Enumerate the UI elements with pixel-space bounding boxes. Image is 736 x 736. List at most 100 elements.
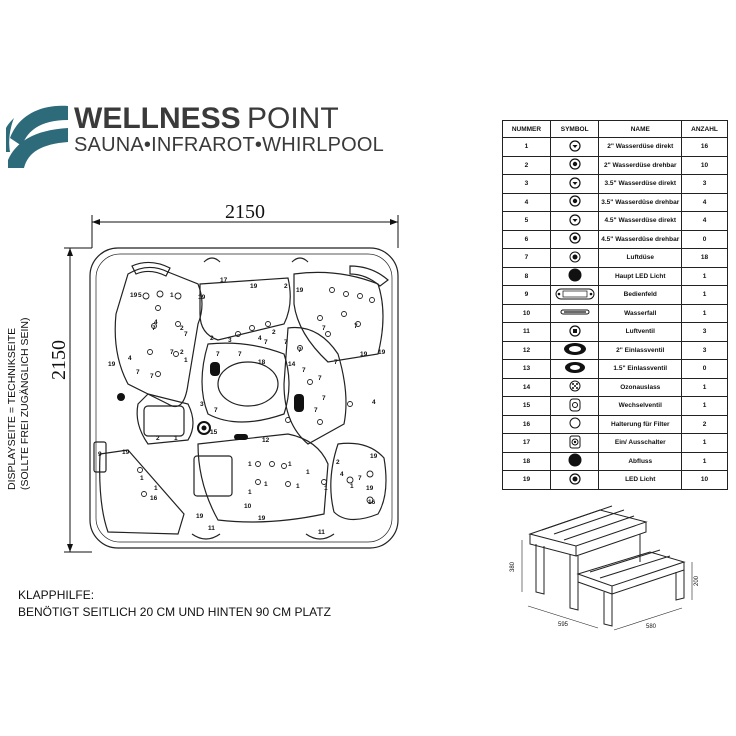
legend-quantity: 1 — [681, 377, 728, 397]
svg-text:7: 7 — [302, 367, 306, 374]
legend-number: 8 — [502, 266, 551, 286]
svg-text:1: 1 — [324, 485, 328, 492]
svg-text:17: 17 — [220, 277, 228, 284]
svg-text:19: 19 — [258, 515, 266, 522]
main-led-mark — [210, 362, 220, 376]
legend-symbol — [549, 266, 600, 286]
svg-text:7: 7 — [322, 325, 326, 332]
svg-text:7: 7 — [354, 323, 358, 330]
svg-text:7: 7 — [284, 339, 288, 346]
legend-number: 6 — [502, 229, 551, 249]
svg-text:2: 2 — [210, 335, 214, 342]
svg-text:1: 1 — [174, 435, 178, 442]
ozone-outlet-icon — [569, 380, 581, 394]
jet-rotating-icon — [569, 232, 581, 246]
legend-symbol — [549, 433, 600, 453]
svg-text:2: 2 — [180, 349, 184, 356]
legend-quantity: 3 — [681, 174, 728, 194]
legend-quantity: 1 — [681, 303, 728, 323]
legend-number: 12 — [502, 340, 551, 360]
legend-quantity: 10 — [681, 155, 728, 175]
svg-text:7: 7 — [334, 359, 338, 366]
brand-name-bold: WELLNESS — [74, 102, 241, 135]
svg-text:19: 19 — [198, 294, 206, 301]
svg-text:18: 18 — [258, 359, 266, 366]
legend-name: Haupt LED Licht — [598, 266, 683, 286]
svg-text:4: 4 — [340, 471, 344, 478]
on-off-switch-icon — [569, 435, 581, 451]
legend-number: 5 — [502, 211, 551, 231]
diverter-valve-icon — [569, 398, 581, 414]
legend-number: 11 — [502, 322, 551, 342]
side-label-line2: (SOLLTE FREI ZUGÄNGLICH SEIN) — [19, 317, 31, 491]
legend-name: 4.5" Wasserdüse drehbar — [598, 229, 683, 249]
legend-name: Abfluss — [598, 451, 683, 471]
svg-text:7: 7 — [314, 407, 318, 414]
svg-text:7: 7 — [318, 375, 322, 382]
note-title: KLAPPHILFE: — [18, 588, 95, 602]
legend-header-symbol: SYMBOL — [549, 120, 600, 138]
inlet-valve-large-icon — [563, 342, 587, 358]
steps-drawing: 380 200 595 580 — [510, 505, 700, 631]
svg-text:1: 1 — [350, 483, 354, 490]
svg-text:19: 19 — [366, 485, 374, 492]
legend-symbol — [549, 285, 600, 305]
legend-name: 2" Einlassventil — [598, 340, 683, 360]
legend-quantity: 2 — [681, 414, 728, 434]
svg-text:19: 19 — [130, 292, 138, 299]
legend-number: 1 — [502, 137, 551, 157]
legend-name: Ein/ Ausschalter — [598, 433, 683, 453]
svg-text:7: 7 — [150, 373, 154, 380]
legend-number: 14 — [502, 377, 551, 397]
legend-quantity: 1 — [681, 396, 728, 416]
legend-header-number: NUMMER — [502, 120, 551, 138]
legend-symbol — [549, 340, 600, 360]
svg-text:9: 9 — [98, 451, 102, 458]
legend-symbol — [549, 470, 600, 490]
legend-quantity: 1 — [681, 433, 728, 453]
filter-holder-icon — [569, 417, 581, 431]
legend-header-name: NAME — [598, 120, 683, 138]
legend-symbol — [549, 229, 600, 249]
legend-quantity: 18 — [681, 248, 728, 268]
svg-text:7: 7 — [216, 351, 220, 358]
legend-symbol — [549, 155, 600, 175]
svg-text:19: 19 — [378, 349, 386, 356]
inlet-valve-small-icon — [564, 361, 586, 376]
stairs-depth-left: 595 — [558, 622, 569, 628]
svg-text:19: 19 — [122, 449, 130, 456]
svg-text:1: 1 — [170, 292, 174, 299]
legend-number: 18 — [502, 451, 551, 471]
legend-number: 7 — [502, 248, 551, 268]
svg-text:14: 14 — [288, 361, 296, 368]
svg-text:2: 2 — [272, 329, 276, 336]
svg-text:1: 1 — [248, 489, 252, 496]
svg-text:2: 2 — [156, 435, 160, 442]
legend-name: Wechselventil — [598, 396, 683, 416]
svg-text:7: 7 — [170, 349, 174, 356]
side-label-line1: DISPLAYSEITE = TECHNIKSEITE — [6, 327, 18, 490]
svg-text:19: 19 — [196, 513, 204, 520]
svg-text:7: 7 — [238, 351, 242, 358]
svg-text:11: 11 — [208, 525, 215, 532]
legend-quantity: 16 — [681, 137, 728, 157]
legend-symbol — [549, 359, 600, 379]
legend-symbol — [549, 396, 600, 416]
legend-symbol — [549, 248, 600, 268]
air-jet-icon — [569, 251, 581, 265]
legend-quantity: 3 — [681, 322, 728, 342]
legend-name: Luftventil — [598, 322, 683, 342]
svg-text:3: 3 — [228, 337, 232, 344]
svg-text:12: 12 — [262, 437, 270, 444]
